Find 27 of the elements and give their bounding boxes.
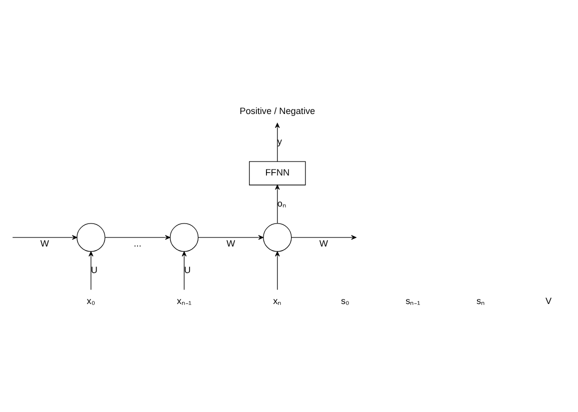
arrow (88, 250, 94, 290)
label: V (545, 296, 552, 306)
edge-label: W (226, 238, 236, 248)
edge-label: U (184, 264, 191, 275)
node-box: FFNN (249, 160, 306, 185)
edge-label: W (40, 238, 49, 248)
node-circle (76, 222, 106, 252)
node-circle (263, 222, 292, 252)
node-circle (170, 222, 199, 252)
arrow (104, 234, 170, 240)
arrow (275, 184, 280, 223)
edge-label: oₙ (277, 198, 286, 208)
node-text: xₙ (273, 296, 282, 306)
arrow (275, 122, 280, 162)
edge-label: ... (134, 238, 142, 248)
edge-label: y (277, 136, 282, 146)
node-text: Positive / Negative (240, 105, 316, 116)
node-text: xₙ₋₁ (176, 296, 192, 306)
label: sₙ (476, 296, 486, 306)
label: sₙ₋₁ (406, 296, 420, 306)
arrow (182, 250, 187, 290)
node-text: x₀ (86, 296, 96, 306)
edge-label: U (90, 264, 98, 275)
edge-label: W (319, 238, 328, 248)
label: s₀ (341, 296, 350, 306)
arrow (198, 234, 264, 240)
arrow (275, 250, 280, 290)
